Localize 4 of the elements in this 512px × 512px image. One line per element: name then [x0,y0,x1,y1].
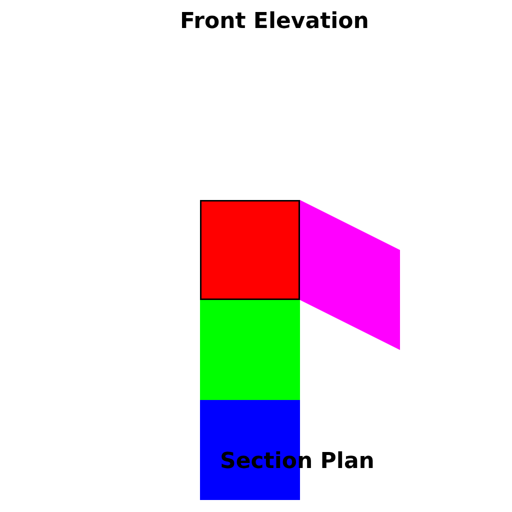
elevation-block [200,300,300,400]
side-face [300,200,400,350]
elevation-block [200,200,300,300]
drawing-title: Front Elevation [180,9,369,35]
